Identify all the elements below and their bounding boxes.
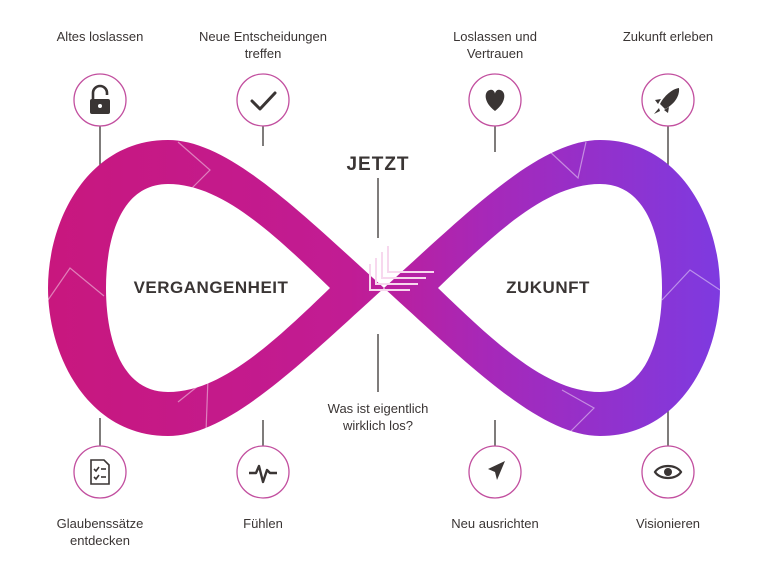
past-title: VERGANGENHEIT xyxy=(133,278,289,297)
step-label-neu-ausrichten: Neu ausrichten xyxy=(451,516,539,531)
step-label-neue-entscheidungen: Neue Entscheidungen treffen xyxy=(199,29,327,61)
eye-icon xyxy=(653,464,683,480)
step-label-altes-loslassen: Altes loslassen xyxy=(56,29,144,44)
center-crossing xyxy=(369,246,434,291)
step-label-glaubenssaetze: Glaubenssätze entdecken xyxy=(56,516,144,548)
check-icon xyxy=(250,91,277,111)
step-label-loslassen-vertrauen: Loslassen und Vertrauen xyxy=(453,29,537,61)
center-question: Was ist eigentlich wirklich los? xyxy=(327,401,429,433)
now-title: JETZT xyxy=(346,154,410,175)
step-label-zukunft-erleben: Zukunft erleben xyxy=(622,29,714,44)
step-label-visionieren: Visionieren xyxy=(635,516,701,531)
checklist-icon xyxy=(90,459,110,485)
step-label-fuehlen: Fühlen xyxy=(243,516,283,531)
rocket-icon xyxy=(654,88,680,114)
segment-dividers xyxy=(47,141,721,437)
heart-icon xyxy=(485,89,505,111)
pulse-icon xyxy=(249,464,277,484)
future-title: ZUKUNFT xyxy=(506,278,590,297)
infinity-band xyxy=(48,140,720,436)
unlock-icon xyxy=(90,84,110,114)
navigation-icon xyxy=(488,461,505,480)
